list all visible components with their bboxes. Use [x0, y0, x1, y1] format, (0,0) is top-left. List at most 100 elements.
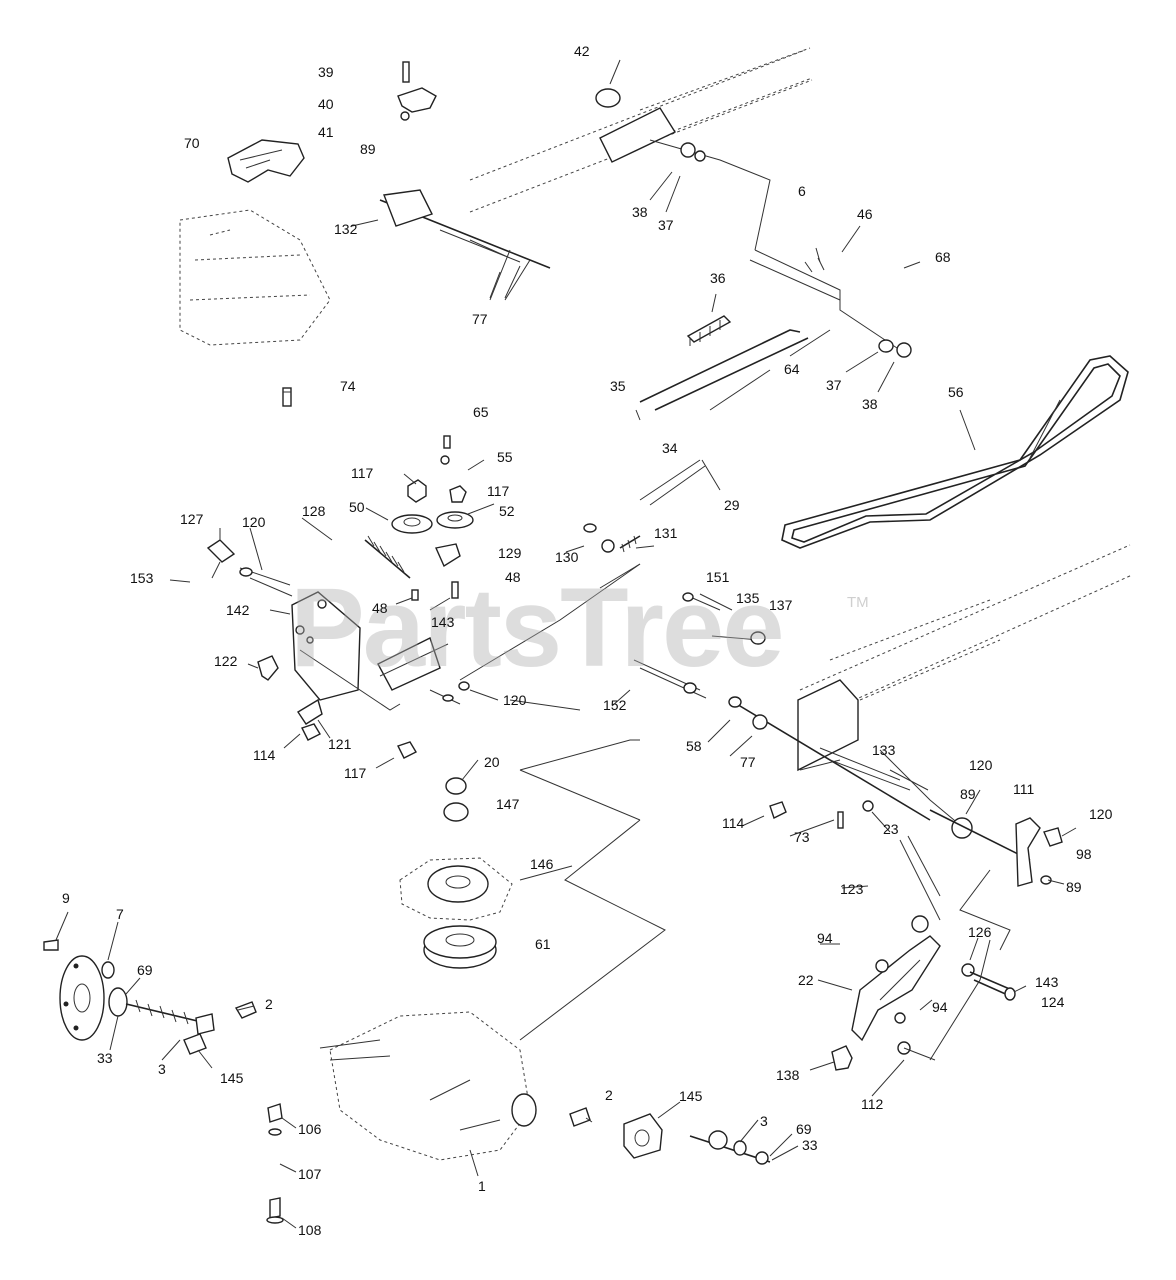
callout-122: 122: [214, 653, 238, 669]
callout-34: 34: [662, 440, 678, 456]
callout-69: 69: [796, 1121, 812, 1137]
callout-145: 145: [679, 1088, 703, 1104]
watermark-trademark: TM: [847, 594, 869, 611]
callout-22: 22: [798, 972, 814, 988]
callout-114: 114: [722, 815, 745, 831]
callout-42: 42: [574, 43, 590, 59]
callout-2: 2: [605, 1087, 613, 1103]
leader-lines: [55, 59, 1077, 1229]
callout-38: 38: [632, 204, 648, 220]
callout-64: 64: [784, 361, 800, 377]
right-axle-assembly: [623, 1113, 771, 1165]
callout-89: 89: [360, 141, 376, 157]
part-56-drive-belt: [781, 355, 1129, 549]
left-axle-assembly: [43, 939, 215, 1055]
callout-120: 120: [969, 757, 993, 773]
callout-126: 126: [968, 924, 992, 940]
callout-147: 147: [496, 796, 520, 812]
callout-74: 74: [340, 378, 356, 394]
callout-120: 120: [503, 692, 527, 708]
callout-124: 124: [1041, 994, 1065, 1010]
part-39-41-clip: [397, 61, 437, 121]
callout-9: 9: [62, 890, 70, 906]
callout-2: 2: [265, 996, 273, 1012]
callout-112: 112: [861, 1096, 884, 1112]
callout-133: 133: [872, 742, 896, 758]
part-128-spring: [364, 535, 461, 601]
callout-120: 120: [242, 514, 266, 530]
pulley-stack: [391, 435, 474, 534]
callout-98: 98: [1076, 846, 1092, 862]
callout-68: 68: [935, 249, 951, 265]
callout-6: 6: [798, 183, 806, 199]
callout-39: 39: [318, 64, 334, 80]
callout-114: 114: [253, 747, 276, 763]
callout-1: 1: [478, 1178, 486, 1194]
callout-117: 117: [344, 765, 367, 781]
callout-137: 137: [769, 597, 793, 613]
main-pulleys: [399, 777, 513, 969]
watermark-logo: PartsTree: [290, 565, 785, 690]
callout-70: 70: [184, 135, 200, 151]
callout-69: 69: [137, 962, 153, 978]
upper-shaft-assembly: [379, 47, 813, 301]
callout-7: 7: [116, 906, 124, 922]
callout-48: 48: [372, 600, 388, 616]
part-70-bracket: [227, 139, 305, 183]
callout-120: 120: [1089, 806, 1113, 822]
callout-33: 33: [97, 1050, 113, 1066]
callout-3: 3: [760, 1113, 768, 1129]
callout-37: 37: [658, 217, 674, 233]
callout-41: 41: [318, 124, 334, 140]
callout-153: 153: [130, 570, 154, 586]
callout-94: 94: [817, 930, 833, 946]
callout-73: 73: [794, 829, 810, 845]
part-142-bracket: [206, 539, 470, 759]
callout-50: 50: [349, 499, 365, 515]
callout-89: 89: [1066, 879, 1082, 895]
part-74-bolt: [282, 387, 292, 407]
callout-152: 152: [603, 697, 627, 713]
center-bolts: [633, 592, 766, 699]
callout-106: 106: [298, 1121, 322, 1137]
part-111-bracket: [959, 817, 1063, 951]
callout-36: 36: [710, 270, 726, 286]
part-1-transmission: [234, 1001, 591, 1161]
callout-56: 56: [948, 384, 964, 400]
callout-55: 55: [497, 449, 513, 465]
callout-135: 135: [736, 590, 760, 606]
callout-38: 38: [862, 396, 878, 412]
part-130-131-pin: [583, 523, 641, 553]
callout-128: 128: [302, 503, 326, 519]
deck-outline: [179, 209, 331, 346]
callout-77: 77: [472, 311, 488, 327]
linkage-rods: [639, 249, 912, 506]
callout-35: 35: [610, 378, 626, 394]
callout-121: 121: [328, 736, 352, 752]
callout-23: 23: [883, 821, 899, 837]
callout-117: 117: [351, 465, 374, 481]
callout-111: 111: [1013, 781, 1035, 797]
callout-20: 20: [484, 754, 500, 770]
callout-130: 130: [555, 549, 579, 565]
callout-3: 3: [158, 1061, 166, 1077]
callout-33: 33: [802, 1137, 818, 1153]
bottom-fasteners: [266, 1103, 284, 1224]
callout-142: 142: [226, 602, 250, 618]
callout-29: 29: [724, 497, 740, 513]
callout-117: 117: [487, 483, 510, 499]
callout-108: 108: [298, 1222, 322, 1238]
callout-65: 65: [473, 404, 489, 420]
callout-145: 145: [220, 1070, 244, 1086]
callout-129: 129: [498, 545, 522, 561]
lower-right-shaft: [728, 544, 1133, 861]
callout-58: 58: [686, 738, 702, 754]
callout-143: 143: [431, 614, 455, 630]
callout-89: 89: [960, 786, 976, 802]
pivot-arm-assembly: [831, 835, 1016, 1071]
callout-46: 46: [857, 206, 873, 222]
callout-37: 37: [826, 377, 842, 393]
callout-52: 52: [499, 503, 515, 519]
